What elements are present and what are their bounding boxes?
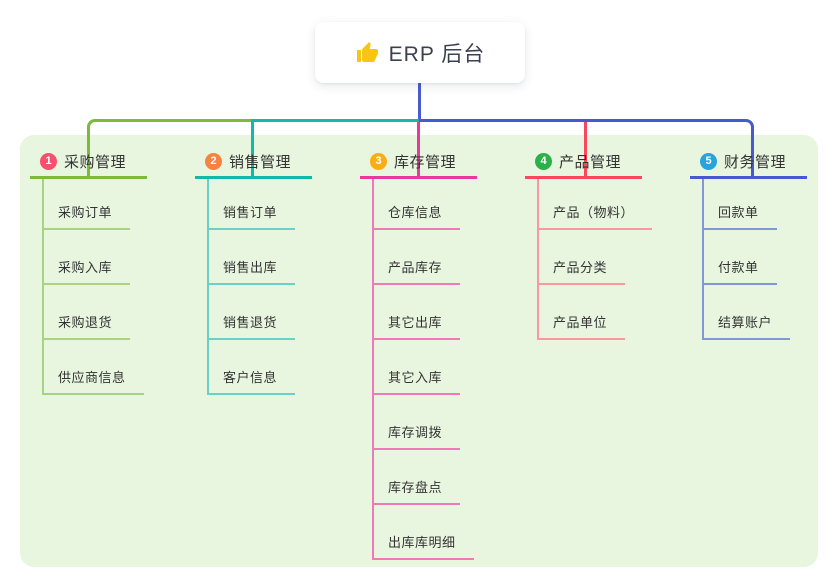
branch-title: 库存管理	[394, 153, 457, 171]
branch3-connector	[417, 122, 420, 177]
bus-left-segment	[87, 119, 253, 177]
branch-title: 财务管理	[724, 153, 787, 171]
child-node[interactable]: 销售退货	[207, 314, 296, 340]
branch-spine	[702, 179, 704, 340]
child-node[interactable]: 销售出库	[207, 259, 296, 285]
branch-node[interactable]: 2 销售管理	[195, 146, 312, 179]
branch-node[interactable]: 4 产品管理	[525, 146, 642, 179]
child-node[interactable]: 产品分类	[537, 259, 626, 285]
branch-badge: 2	[205, 152, 222, 170]
branch-node[interactable]: 1 采购管理	[30, 146, 147, 179]
branch-spine	[42, 179, 44, 395]
branch-badge: 1	[40, 152, 57, 170]
child-node[interactable]: 其它入库	[372, 369, 461, 395]
child-node[interactable]: 销售订单	[207, 204, 296, 230]
branch-title: 销售管理	[229, 153, 292, 171]
branch-badge: 4	[535, 152, 552, 170]
root-connector-line	[418, 83, 421, 122]
child-node[interactable]: 付款单	[702, 259, 777, 285]
branch-badge: 5	[700, 152, 717, 170]
child-node[interactable]: 采购订单	[42, 204, 131, 230]
branch-node[interactable]: 3 库存管理	[360, 146, 477, 179]
child-node[interactable]: 客户信息	[207, 369, 296, 395]
thumbs-up-icon	[355, 41, 379, 65]
child-node[interactable]: 采购退货	[42, 314, 131, 340]
child-node[interactable]: 回款单	[702, 204, 777, 230]
child-node[interactable]: 产品（物料）	[537, 204, 653, 230]
bus-middle-segment	[251, 119, 420, 177]
branch-node[interactable]: 5 财务管理	[690, 146, 807, 179]
child-node[interactable]: 产品单位	[537, 314, 626, 340]
child-node[interactable]: 库存调拨	[372, 424, 461, 450]
child-node[interactable]: 结算账户	[702, 314, 791, 340]
branch-badge: 3	[370, 152, 387, 170]
child-node[interactable]: 库存盘点	[372, 479, 461, 505]
branch-spine	[537, 179, 539, 340]
child-node[interactable]: 产品库存	[372, 259, 461, 285]
branch-title: 采购管理	[64, 153, 127, 171]
root-title: ERP 后台	[388, 42, 486, 66]
branch-spine	[207, 179, 209, 395]
branch4-connector	[584, 122, 587, 177]
child-node[interactable]: 供应商信息	[42, 369, 144, 395]
branch-spine	[372, 179, 374, 560]
root-node[interactable]: ERP 后台	[315, 22, 525, 83]
child-node[interactable]: 采购入库	[42, 259, 131, 285]
bus-right-segment	[419, 119, 754, 177]
branch-title: 产品管理	[559, 153, 622, 171]
child-node[interactable]: 其它出库	[372, 314, 461, 340]
child-node[interactable]: 仓库信息	[372, 204, 461, 230]
child-node[interactable]: 出库库明细	[372, 534, 474, 560]
background-panel	[20, 135, 818, 567]
